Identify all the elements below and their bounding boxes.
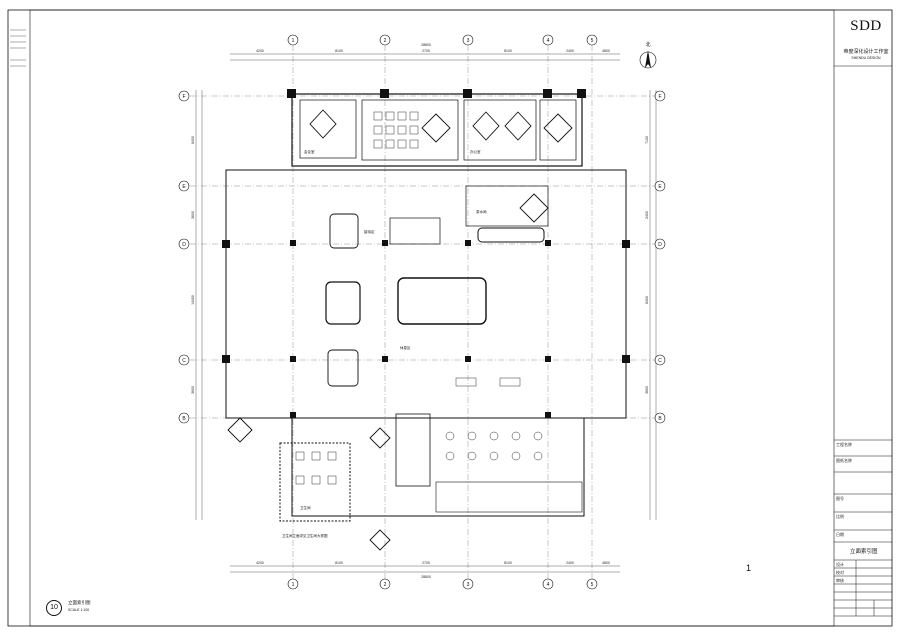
- axis-left-C: C: [182, 358, 186, 364]
- axis-right-D: D: [658, 242, 662, 248]
- dim-top-4: 8100: [504, 49, 512, 53]
- dim-top-3: 2700: [422, 49, 430, 53]
- drawing-frame: [29, 9, 835, 627]
- axis-bubbles: [178, 34, 666, 590]
- brand-subtitle: 帝度深化设计工作室: [843, 49, 889, 55]
- dim-bottom-6: 4800: [602, 561, 610, 565]
- axis-top-2: 2: [384, 38, 387, 44]
- dim-left-1: 8400: [191, 136, 195, 144]
- furniture: [295, 111, 543, 485]
- brand-logo: SDD: [850, 18, 882, 34]
- axis-bottom-2: 2: [384, 582, 387, 588]
- drawing-title: 立面索引图: [850, 549, 878, 555]
- north-label: 北: [645, 41, 650, 48]
- page-marker: 1: [746, 563, 752, 573]
- tb-label-drawing: 图纸名称: [836, 458, 852, 463]
- axis-bottom-5: 5: [591, 582, 594, 588]
- dim-left-4: 3600: [191, 386, 195, 394]
- dim-bottom-3: 2700: [422, 561, 430, 565]
- axis-left-F: F: [182, 94, 185, 100]
- grid-lines: [190, 45, 660, 585]
- dim-left-2: 3600: [191, 211, 195, 219]
- axis-bottom-3: 3: [467, 582, 470, 588]
- axis-right-F: F: [658, 94, 661, 100]
- room-label-lounge: 休息区: [400, 346, 411, 350]
- dim-right-2: 2400: [645, 211, 649, 219]
- footer-title: 立面索引图: [68, 600, 91, 605]
- axis-top-4: 4: [547, 38, 550, 44]
- axis-top-1: 1: [292, 38, 295, 44]
- tb-label-design: 设计: [836, 562, 844, 567]
- dimension-lines: [195, 53, 657, 573]
- brand-code: SHENDU DESIGN: [851, 56, 881, 60]
- sheet-border: [7, 9, 893, 627]
- room-label-reception: 接待区: [364, 230, 375, 234]
- dim-top-6: 4800: [602, 49, 610, 53]
- dim-bottom-total: 28800: [421, 575, 431, 579]
- axis-bottom-1: 1: [292, 582, 295, 588]
- dim-right-4: 3600: [645, 386, 649, 394]
- tb-label-number: 图号: [836, 496, 844, 501]
- axis-right-C: C: [658, 358, 662, 364]
- dim-right-3: 8400: [645, 296, 649, 304]
- plan-note: 卫生间立面详见卫生间大样图: [282, 534, 328, 538]
- dim-top-5: 2400: [566, 49, 574, 53]
- axis-top-3: 3: [467, 38, 470, 44]
- north-arrow-icon: [639, 50, 657, 69]
- dim-left-3: 14400: [191, 295, 195, 305]
- axis-top-5: 5: [591, 38, 594, 44]
- axis-bottom-4: 4: [547, 582, 550, 588]
- tb-label-scale: 比例: [836, 514, 844, 519]
- room-label-meeting: 会议室: [304, 150, 315, 154]
- dim-top-2: 8100: [335, 49, 343, 53]
- axis-left-E: E: [182, 184, 186, 190]
- title-block: [834, 65, 892, 617]
- room-label-office: 办公室: [470, 150, 481, 154]
- tb-label-project: 工程名称: [836, 442, 852, 447]
- tb-label-approve: 审核: [836, 578, 844, 583]
- axis-left-B: B: [182, 416, 186, 422]
- building-walls: [225, 93, 627, 522]
- dim-top-total: 28800: [421, 43, 431, 47]
- axis-right-E: E: [658, 184, 662, 190]
- axis-right-B: B: [658, 416, 662, 422]
- room-label-restroom: 卫生间: [300, 506, 311, 510]
- dim-right-1: 7100: [645, 136, 649, 144]
- room-label-pantry: 茶水间: [476, 210, 487, 214]
- dim-bottom-4: 8100: [504, 561, 512, 565]
- dim-bottom-1: 4200: [256, 561, 264, 565]
- elevation-markers: [227, 109, 573, 551]
- tb-label-check: 校对: [836, 570, 844, 575]
- dim-bottom-5: 2400: [566, 561, 574, 565]
- footer-drawing-number: 10: [46, 600, 62, 616]
- dim-top-1: 4200: [256, 49, 264, 53]
- tb-label-date: 日期: [836, 532, 844, 537]
- axis-left-D: D: [182, 242, 186, 248]
- dim-bottom-2: 8100: [335, 561, 343, 565]
- columns: [222, 89, 630, 418]
- footer-scale: SCALE 1:100: [68, 608, 90, 612]
- binding-strip: [10, 29, 26, 67]
